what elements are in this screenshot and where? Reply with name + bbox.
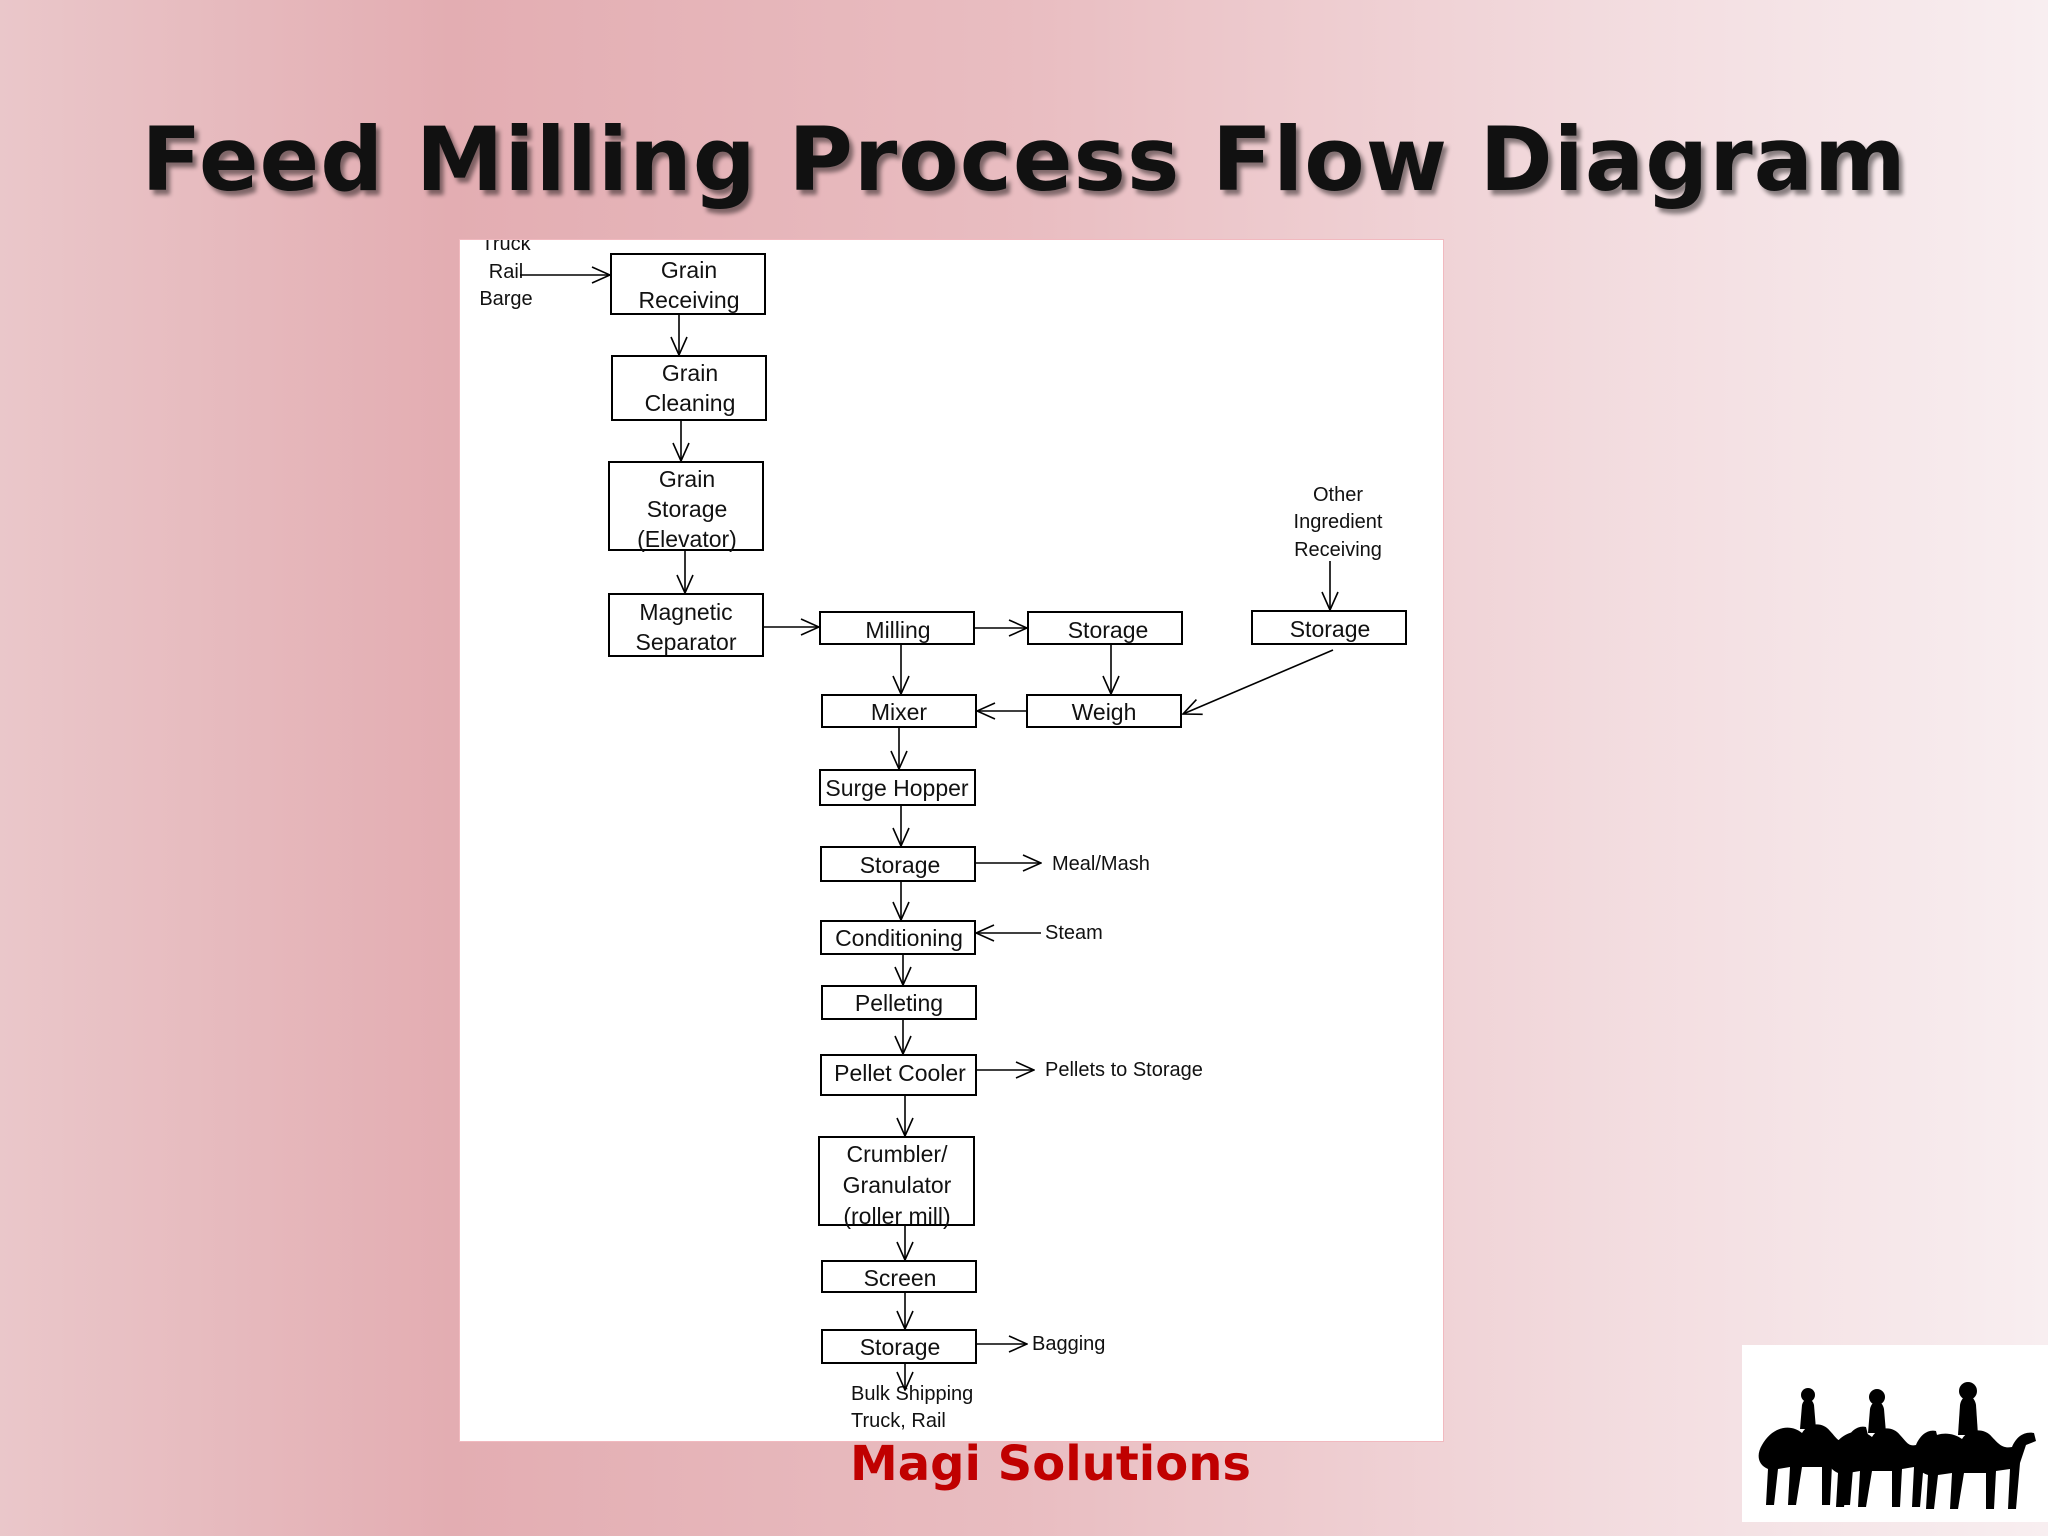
svg-text:Bulk Shipping: Bulk Shipping — [851, 1383, 973, 1405]
label-bagging: Bagging — [1032, 1333, 1105, 1355]
svg-text:Mixer: Mixer — [871, 699, 928, 725]
label-steam: Steam — [1045, 922, 1103, 944]
svg-text:Pellet Cooler: Pellet Cooler — [834, 1060, 966, 1086]
svg-text:Conditioning: Conditioning — [835, 925, 963, 951]
page-title: Feed Milling Process Flow Diagram — [141, 108, 1907, 211]
svg-text:Storage: Storage — [1290, 616, 1371, 642]
three-camels-logo — [1742, 1345, 2048, 1522]
node-mixer: Mixer — [821, 694, 977, 728]
node-grain-receiving: Grain Receiving — [610, 253, 766, 315]
node-magnetic-separator: Magnetic Separator — [608, 593, 764, 657]
node-surge-hopper: Surge Hopper — [819, 769, 976, 806]
flow-diagram: Grain Receiving Grain Cleaning Grain Sto… — [479, 240, 1407, 1432]
svg-text:Milling: Milling — [865, 617, 930, 643]
label-other-ingredient: Other Ingredient Receiving — [1294, 484, 1383, 561]
node-weigh: Weigh — [1026, 694, 1182, 728]
diagram-panel: Grain Receiving Grain Cleaning Grain Sto… — [459, 239, 1444, 1442]
node-grain-storage: Grain Storage (Elevator) — [608, 461, 764, 552]
svg-text:Crumbler/: Crumbler/ — [847, 1141, 949, 1167]
svg-text:Barge: Barge — [479, 288, 532, 310]
label-inputs: Truck Rail Barge — [479, 240, 532, 310]
node-conditioning: Conditioning — [820, 920, 976, 955]
svg-text:Truck, Rail: Truck, Rail — [851, 1410, 946, 1432]
svg-text:Grain: Grain — [661, 257, 717, 283]
svg-text:Grain: Grain — [659, 466, 715, 492]
label-pellets-to-storage: Pellets to Storage — [1045, 1059, 1203, 1081]
node-storage-2: Storage — [1251, 610, 1407, 645]
svg-text:Other: Other — [1313, 484, 1363, 506]
node-grain-cleaning: Grain Cleaning — [611, 355, 767, 421]
svg-text:Granulator: Granulator — [843, 1172, 952, 1198]
svg-text:Storage: Storage — [860, 852, 941, 878]
svg-text:Receiving: Receiving — [639, 287, 740, 313]
label-meal-mash: Meal/Mash — [1052, 853, 1150, 875]
svg-text:Rail: Rail — [489, 261, 523, 283]
svg-text:Cleaning: Cleaning — [645, 390, 736, 416]
svg-text:Grain: Grain — [662, 360, 718, 386]
svg-text:Storage: Storage — [860, 1334, 941, 1360]
svg-text:Truck: Truck — [481, 240, 531, 255]
svg-text:(Elevator): (Elevator) — [637, 526, 737, 552]
svg-text:Surge Hopper: Surge Hopper — [825, 775, 969, 801]
node-pellet-cooler: Pellet Cooler — [820, 1054, 977, 1096]
node-crumbler: Crumbler/ Granulator (roller mill) — [818, 1136, 975, 1229]
node-screen: Screen — [821, 1260, 977, 1293]
svg-text:Pelleting: Pelleting — [855, 990, 943, 1016]
svg-text:Screen: Screen — [864, 1265, 937, 1291]
node-storage-1: Storage — [1027, 611, 1183, 645]
svg-text:Magnetic: Magnetic — [639, 599, 732, 625]
node-storage-4: Storage — [821, 1329, 977, 1364]
svg-text:Storage: Storage — [647, 496, 728, 522]
camels-silhouette-icon — [1758, 1382, 2036, 1509]
svg-text:Ingredient: Ingredient — [1294, 511, 1383, 533]
brand-name: Magi Solutions — [850, 1436, 1251, 1492]
label-bulk-shipping: Bulk Shipping Truck, Rail — [851, 1383, 973, 1432]
flow-arrows — [520, 275, 1333, 1390]
node-storage-3: Storage — [820, 846, 976, 882]
svg-text:(roller mill): (roller mill) — [843, 1203, 950, 1229]
svg-text:Receiving: Receiving — [1294, 539, 1382, 561]
svg-text:Storage: Storage — [1068, 617, 1149, 643]
node-milling: Milling — [819, 611, 975, 645]
svg-text:Separator: Separator — [635, 629, 736, 655]
node-pelleting: Pelleting — [821, 985, 977, 1020]
svg-text:Weigh: Weigh — [1072, 699, 1137, 725]
